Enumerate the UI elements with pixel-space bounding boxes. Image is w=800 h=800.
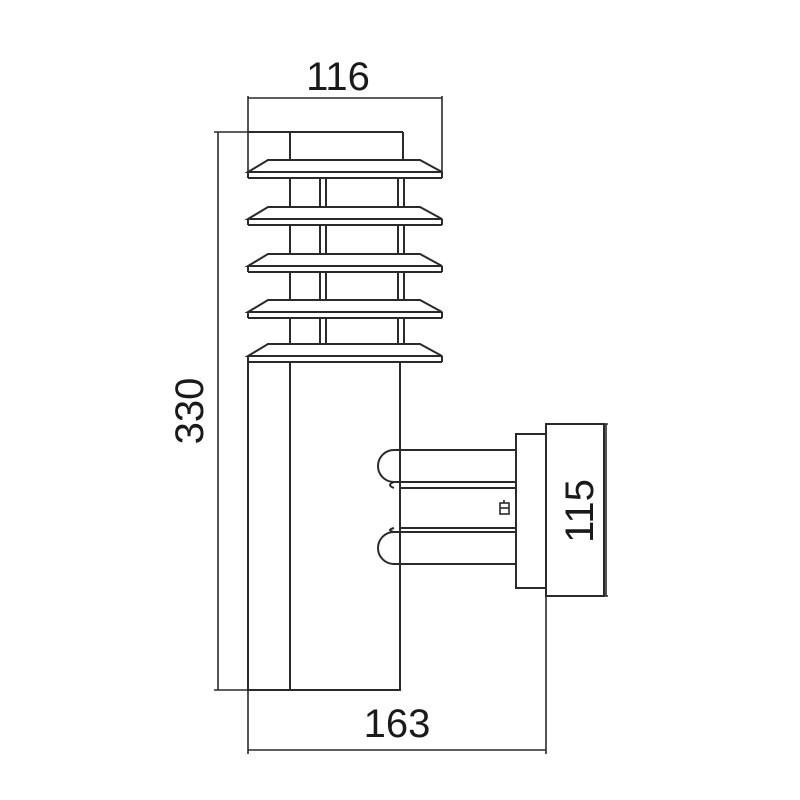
dimension-total-depth: 163 — [247, 596, 547, 754]
mounting-arm — [377, 449, 516, 565]
dim-total-depth-label: 163 — [364, 702, 431, 746]
louver-posts — [289, 178, 405, 344]
louver-fin-2 — [244, 206, 443, 226]
dimension-total-height: 330 — [168, 131, 400, 691]
dimension-top-width: 116 — [247, 55, 443, 178]
dimension-mount-height: 115 — [546, 423, 608, 597]
wall-mount-plate — [515, 423, 605, 597]
lamp-top-cap — [248, 131, 404, 160]
set-screw-icon — [499, 500, 510, 515]
louver-fin-4 — [244, 299, 443, 319]
louver-fin-1 — [244, 159, 443, 179]
louver-fin-5 — [244, 343, 443, 363]
dim-top-width-label: 116 — [306, 55, 370, 99]
dim-mount-height-label: 115 — [558, 479, 602, 543]
dim-total-height-label: 330 — [168, 378, 212, 445]
louver-fin-3 — [244, 253, 443, 273]
lamp-body — [247, 361, 401, 691]
